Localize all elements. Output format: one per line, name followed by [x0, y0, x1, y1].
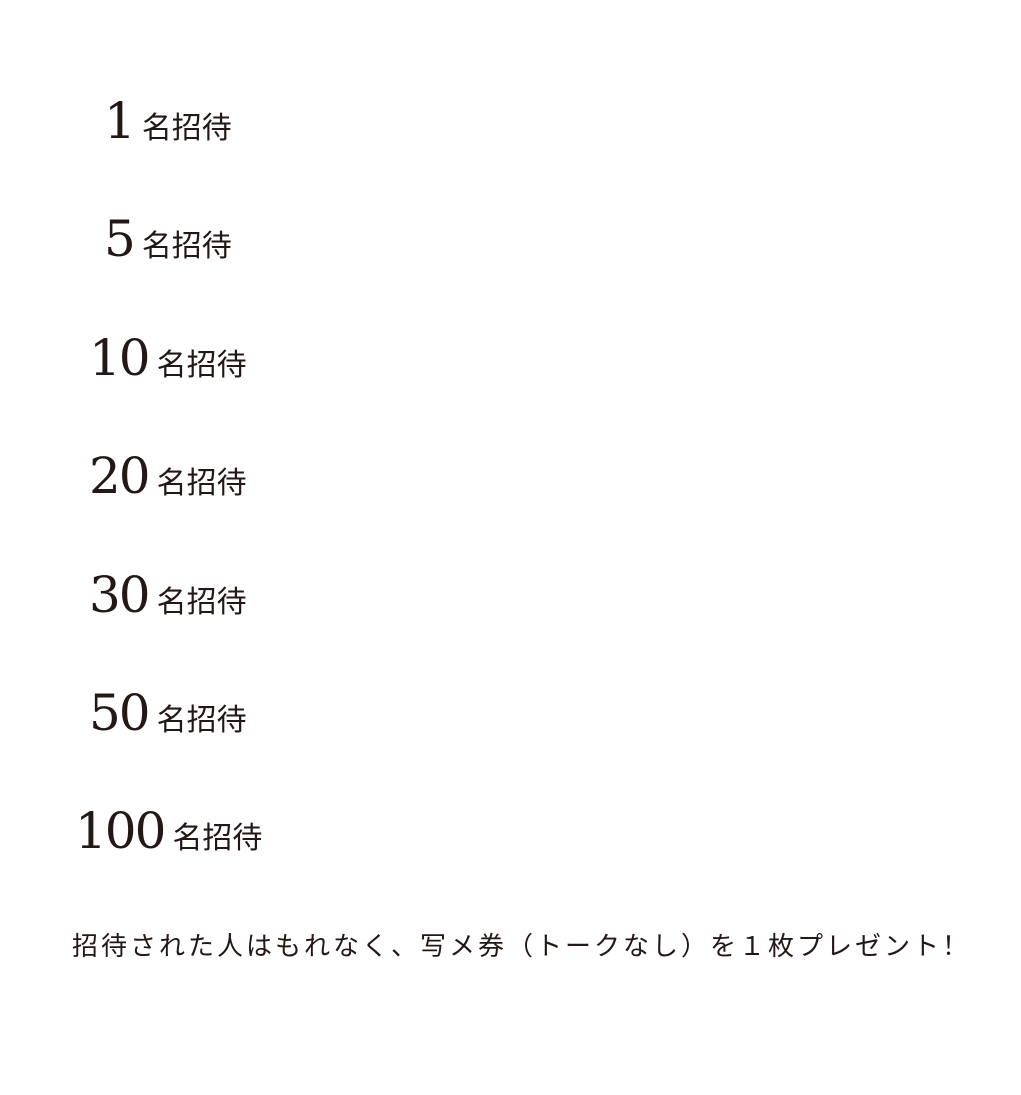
invite-tier-20: 20 名招待: [89, 451, 247, 501]
invite-tier-10: 10 名招待: [89, 333, 247, 383]
tier-number: 20: [89, 447, 151, 505]
tier-label: 名招待: [156, 703, 247, 738]
tier-label: 名招待: [141, 111, 232, 146]
tier-number: 10: [89, 329, 151, 387]
tier-number: 50: [89, 684, 151, 742]
invite-tier-50: 50 名招待: [89, 688, 247, 738]
invite-tier-5: 5 名招待: [104, 214, 232, 264]
tier-label: 名招待: [156, 466, 247, 501]
tier-label: 名招待: [172, 821, 263, 856]
invite-tier-100: 100 名招待: [75, 806, 262, 856]
invite-tier-30: 30 名招待: [89, 570, 247, 620]
invite-tier-1: 1 名招待: [104, 96, 232, 146]
tier-label: 名招待: [156, 585, 247, 620]
tier-number: 1: [104, 92, 136, 150]
tier-number: 100: [75, 802, 166, 860]
present-note: 招待された人はもれなく、写メ券（トークなし）を１枚プレゼント！: [72, 932, 972, 962]
tier-label: 名招待: [156, 348, 247, 383]
tier-label: 名招待: [141, 229, 232, 264]
tier-number: 5: [104, 210, 136, 268]
tier-number: 30: [89, 566, 151, 624]
